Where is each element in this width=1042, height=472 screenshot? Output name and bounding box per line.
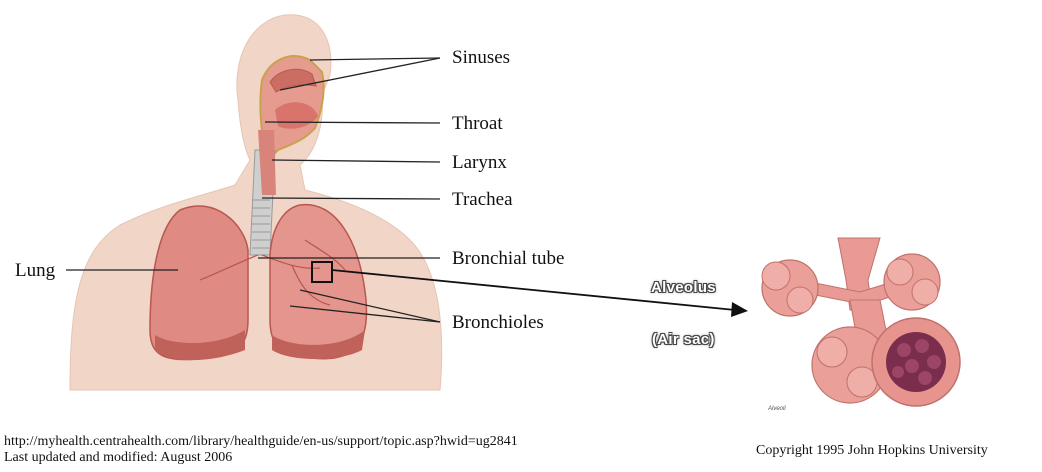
label-bronchioles: Bronchioles	[452, 313, 544, 332]
arrowhead	[731, 302, 748, 317]
label-larynx: Larynx	[452, 153, 507, 172]
label-trachea: Trachea	[452, 190, 513, 209]
label-throat: Throat	[452, 114, 503, 133]
alveoli-caption: Alveoli	[768, 406, 786, 412]
label-sinuses: Sinuses	[452, 48, 510, 67]
alveolus-title: Alveolus	[651, 279, 716, 296]
label-bronchial-tube: Bronchial tube	[452, 249, 564, 268]
label-lung: Lung	[15, 261, 55, 280]
source-url: http://myhealth.centrahealth.com/library…	[4, 434, 518, 450]
alveolus-subtitle: (Air sac)	[652, 331, 715, 348]
last-updated: Last updated and modified: August 2006	[4, 450, 232, 466]
copyright: Copyright 1995 John Hopkins University	[756, 443, 988, 459]
alveoli-inset	[762, 238, 960, 406]
